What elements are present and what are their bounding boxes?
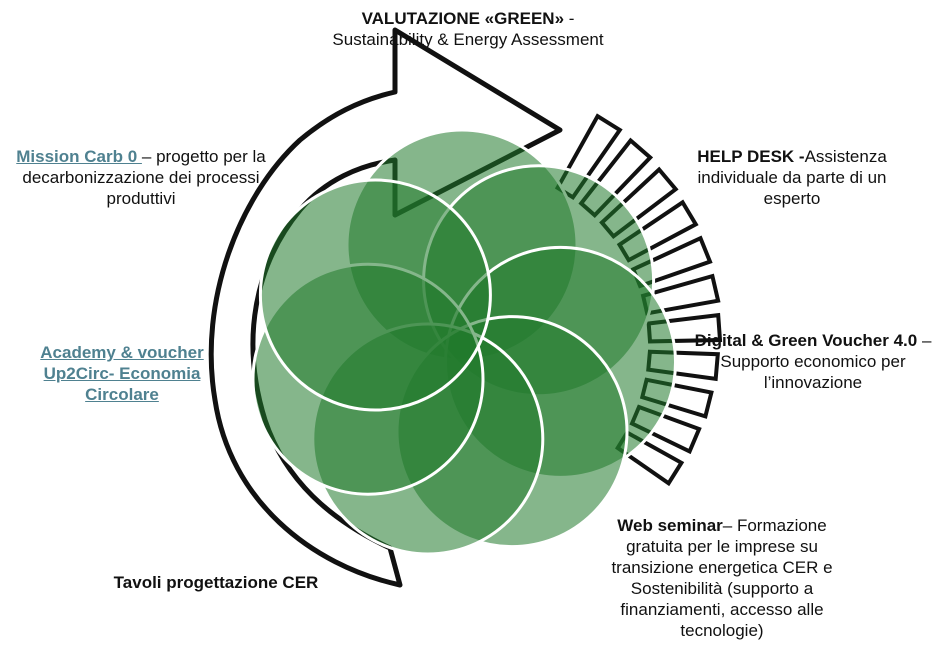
academy-link[interactable]: Academy & voucher Up2Circ- Economia Circ… [40, 343, 204, 404]
label-helpdesk-text: Assistenza individuale da parte di un es… [697, 147, 887, 208]
label-voucher-text: – Supporto economico per l’innovazione [720, 331, 932, 392]
label-tavoli-cer: Tavoli progettazione CER [86, 572, 346, 593]
label-valutazione-title: VALUTAZIONE «GREEN» [361, 9, 565, 28]
label-help-desk: HELP DESK -Assistenza individuale da par… [672, 146, 912, 209]
label-tavoli-title: Tavoli progettazione CER [113, 573, 319, 592]
label-web-seminar: Web seminar– Formazione gratuita per le … [592, 515, 852, 641]
label-valutazione-text: - Sustainability & Energy Assessment [332, 9, 604, 49]
petal-circle [258, 178, 492, 412]
label-academy: Academy & voucher Up2Circ- Economia Circ… [18, 342, 226, 405]
mission-carb-link[interactable]: Mission Carb 0 [16, 147, 142, 166]
label-mission-text: – progetto per la decarbonizzazione dei … [22, 147, 266, 208]
label-voucher-title: Digital & Green Voucher 4.0 [694, 331, 918, 350]
label-digital-green-voucher: Digital & Green Voucher 4.0 – Supporto e… [684, 330, 942, 393]
label-valutazione: VALUTAZIONE «GREEN» - Sustainability & E… [318, 8, 618, 50]
petal-circles [251, 128, 677, 556]
label-webseminar-title: Web seminar [617, 516, 723, 535]
label-helpdesk-title: HELP DESK - [697, 147, 805, 166]
label-webseminar-text: – Formazione gratuita per le imprese su … [611, 516, 833, 640]
label-mission-carb: Mission Carb 0 – progetto per la decarbo… [16, 146, 266, 209]
